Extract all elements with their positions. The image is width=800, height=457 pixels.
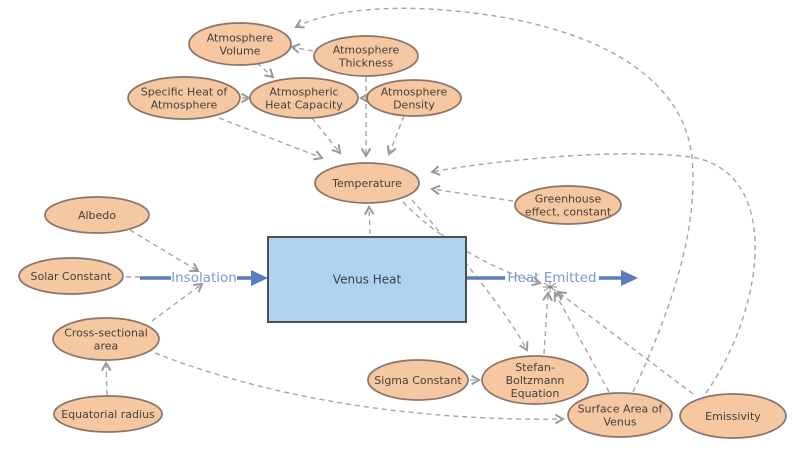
sigma-constant-label: Sigma Constant	[374, 374, 462, 387]
converter-equatorial-radius[interactable]: Equatorial radius	[53, 395, 163, 433]
link-temperature-to-stefan-boltzmann-equation	[411, 199, 529, 352]
albedo-ellipse[interactable]	[44, 196, 150, 234]
greenhouse-effect-constant-ellipse[interactable]	[514, 185, 622, 225]
atmosphere-density-ellipse[interactable]	[366, 79, 462, 117]
flow-arrowhead-heat-emitted	[621, 270, 638, 286]
link-cross-sectional-area-to-insolation	[151, 282, 204, 322]
atmospheric-heat-capacity-ellipse[interactable]	[249, 77, 359, 119]
converter-sigma-constant[interactable]: Sigma Constant	[367, 359, 469, 401]
stefan-boltzmann-equation-ellipse[interactable]	[481, 355, 589, 405]
link-temperature-to-heat-emitted	[402, 201, 542, 287]
atmosphere-volume-ellipse[interactable]	[188, 22, 292, 66]
link-atmospheric-heat-capacity-to-temperature	[311, 117, 342, 155]
equatorial-radius-label: Equatorial radius	[61, 408, 155, 421]
link-surface-area-of-venus-to-heat-emitted	[553, 291, 610, 393]
solar-constant-ellipse[interactable]	[18, 257, 124, 295]
converter-temperature[interactable]: Temperature	[314, 162, 420, 204]
flow-label-heat-emitted[interactable]: Heat Emitted	[507, 270, 596, 286]
flow-insolation[interactable]: Insolation	[140, 270, 268, 286]
converter-albedo[interactable]: Albedo	[44, 196, 150, 234]
link-atmosphere-volume-to-atmospheric-heat-capacity	[256, 62, 275, 79]
link-atmosphere-thickness-to-atmosphere-volume	[290, 43, 314, 54]
link-atmosphere-density-to-temperature	[386, 115, 405, 156]
link-emissivity-to-temperature	[430, 153, 756, 394]
flow-layer: Insolation Heat Emitted	[140, 270, 638, 293]
solar-constant-label: Solar Constant	[31, 270, 113, 283]
link-albedo-to-insolation	[129, 229, 200, 273]
link-equatorial-radius-to-cross-sectional-area	[100, 361, 112, 396]
converter-solar-constant[interactable]: Solar Constant	[18, 257, 124, 295]
emissivity-label: Emissivity	[705, 410, 761, 423]
specific-heat-of-atmosphere-ellipse[interactable]	[127, 76, 241, 120]
flow-connector-scribble	[543, 281, 557, 293]
surface-area-of-venus-ellipse[interactable]	[567, 392, 673, 438]
converter-emissivity[interactable]: Emissivity	[679, 393, 787, 439]
emissivity-ellipse[interactable]	[679, 393, 787, 439]
stock-label: Venus Heat	[333, 273, 402, 287]
temperature-ellipse[interactable]	[314, 162, 420, 204]
link-cross-sectional-area-to-surface-area-of-venus	[154, 352, 566, 425]
cross-sectional-area-ellipse[interactable]	[52, 317, 160, 361]
link-venus-heat-to-temperature	[363, 205, 375, 235]
atmosphere-thickness-ellipse[interactable]	[313, 35, 419, 77]
link-specific-heat-of-atmosphere-to-temperature	[218, 117, 324, 161]
stock-venus-heat[interactable]: Venus Heat	[267, 236, 467, 323]
links-layer	[100, 7, 756, 425]
equatorial-radius-ellipse[interactable]	[53, 395, 163, 433]
stock-rectangle[interactable]	[267, 236, 467, 323]
link-stefan-boltzmann-equation-to-heat-emitted	[542, 291, 553, 355]
link-greenhouse-effect-constant-to-temperature	[430, 184, 514, 202]
temperature-label: Temperature	[331, 177, 402, 190]
albedo-label: Albedo	[78, 209, 116, 222]
flow-heat-emitted[interactable]: Heat Emitted	[466, 270, 638, 286]
flow-arrowhead-insolation	[251, 270, 268, 286]
flow-label-insolation[interactable]: Insolation	[171, 270, 237, 286]
sigma-constant-ellipse[interactable]	[367, 359, 469, 401]
link-emissivity-to-heat-emitted	[556, 290, 694, 395]
